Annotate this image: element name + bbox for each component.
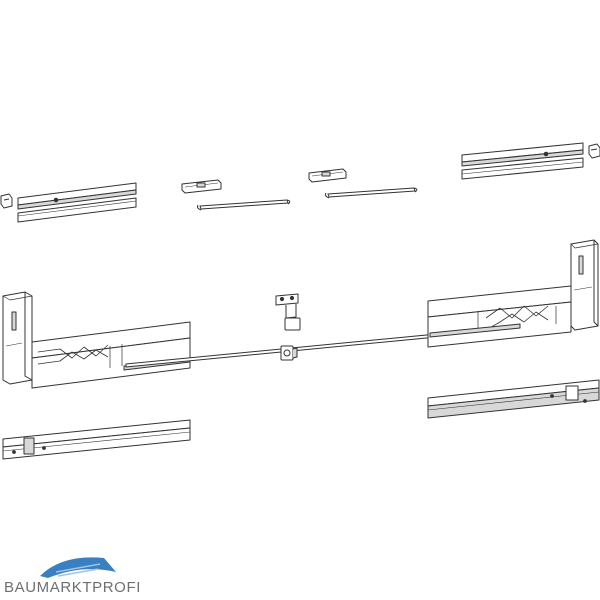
logo-text: BAUMARKTPROFI (4, 579, 141, 596)
rod-coupler (280, 345, 298, 361)
carriage-left (31, 321, 191, 389)
logo-arc-icon (40, 557, 116, 578)
guide-rod-right (324, 187, 418, 199)
rail-bottom-right (427, 379, 600, 419)
end-housing-left (2, 291, 33, 385)
rail-bottom-left (2, 419, 191, 460)
end-housing-right (570, 239, 599, 331)
carriage-right (427, 285, 572, 348)
guide-rod-left (196, 199, 291, 211)
end-cap-left-top (0, 193, 13, 209)
rail-top-right (461, 142, 584, 180)
rail-top-left (17, 182, 137, 223)
slide-block-right (308, 168, 347, 183)
slide-block-left (181, 179, 222, 194)
brand-logo: BAUMARKTPROFI (2, 548, 172, 600)
lever-bracket (275, 293, 301, 331)
end-cap-right-top (588, 143, 600, 159)
